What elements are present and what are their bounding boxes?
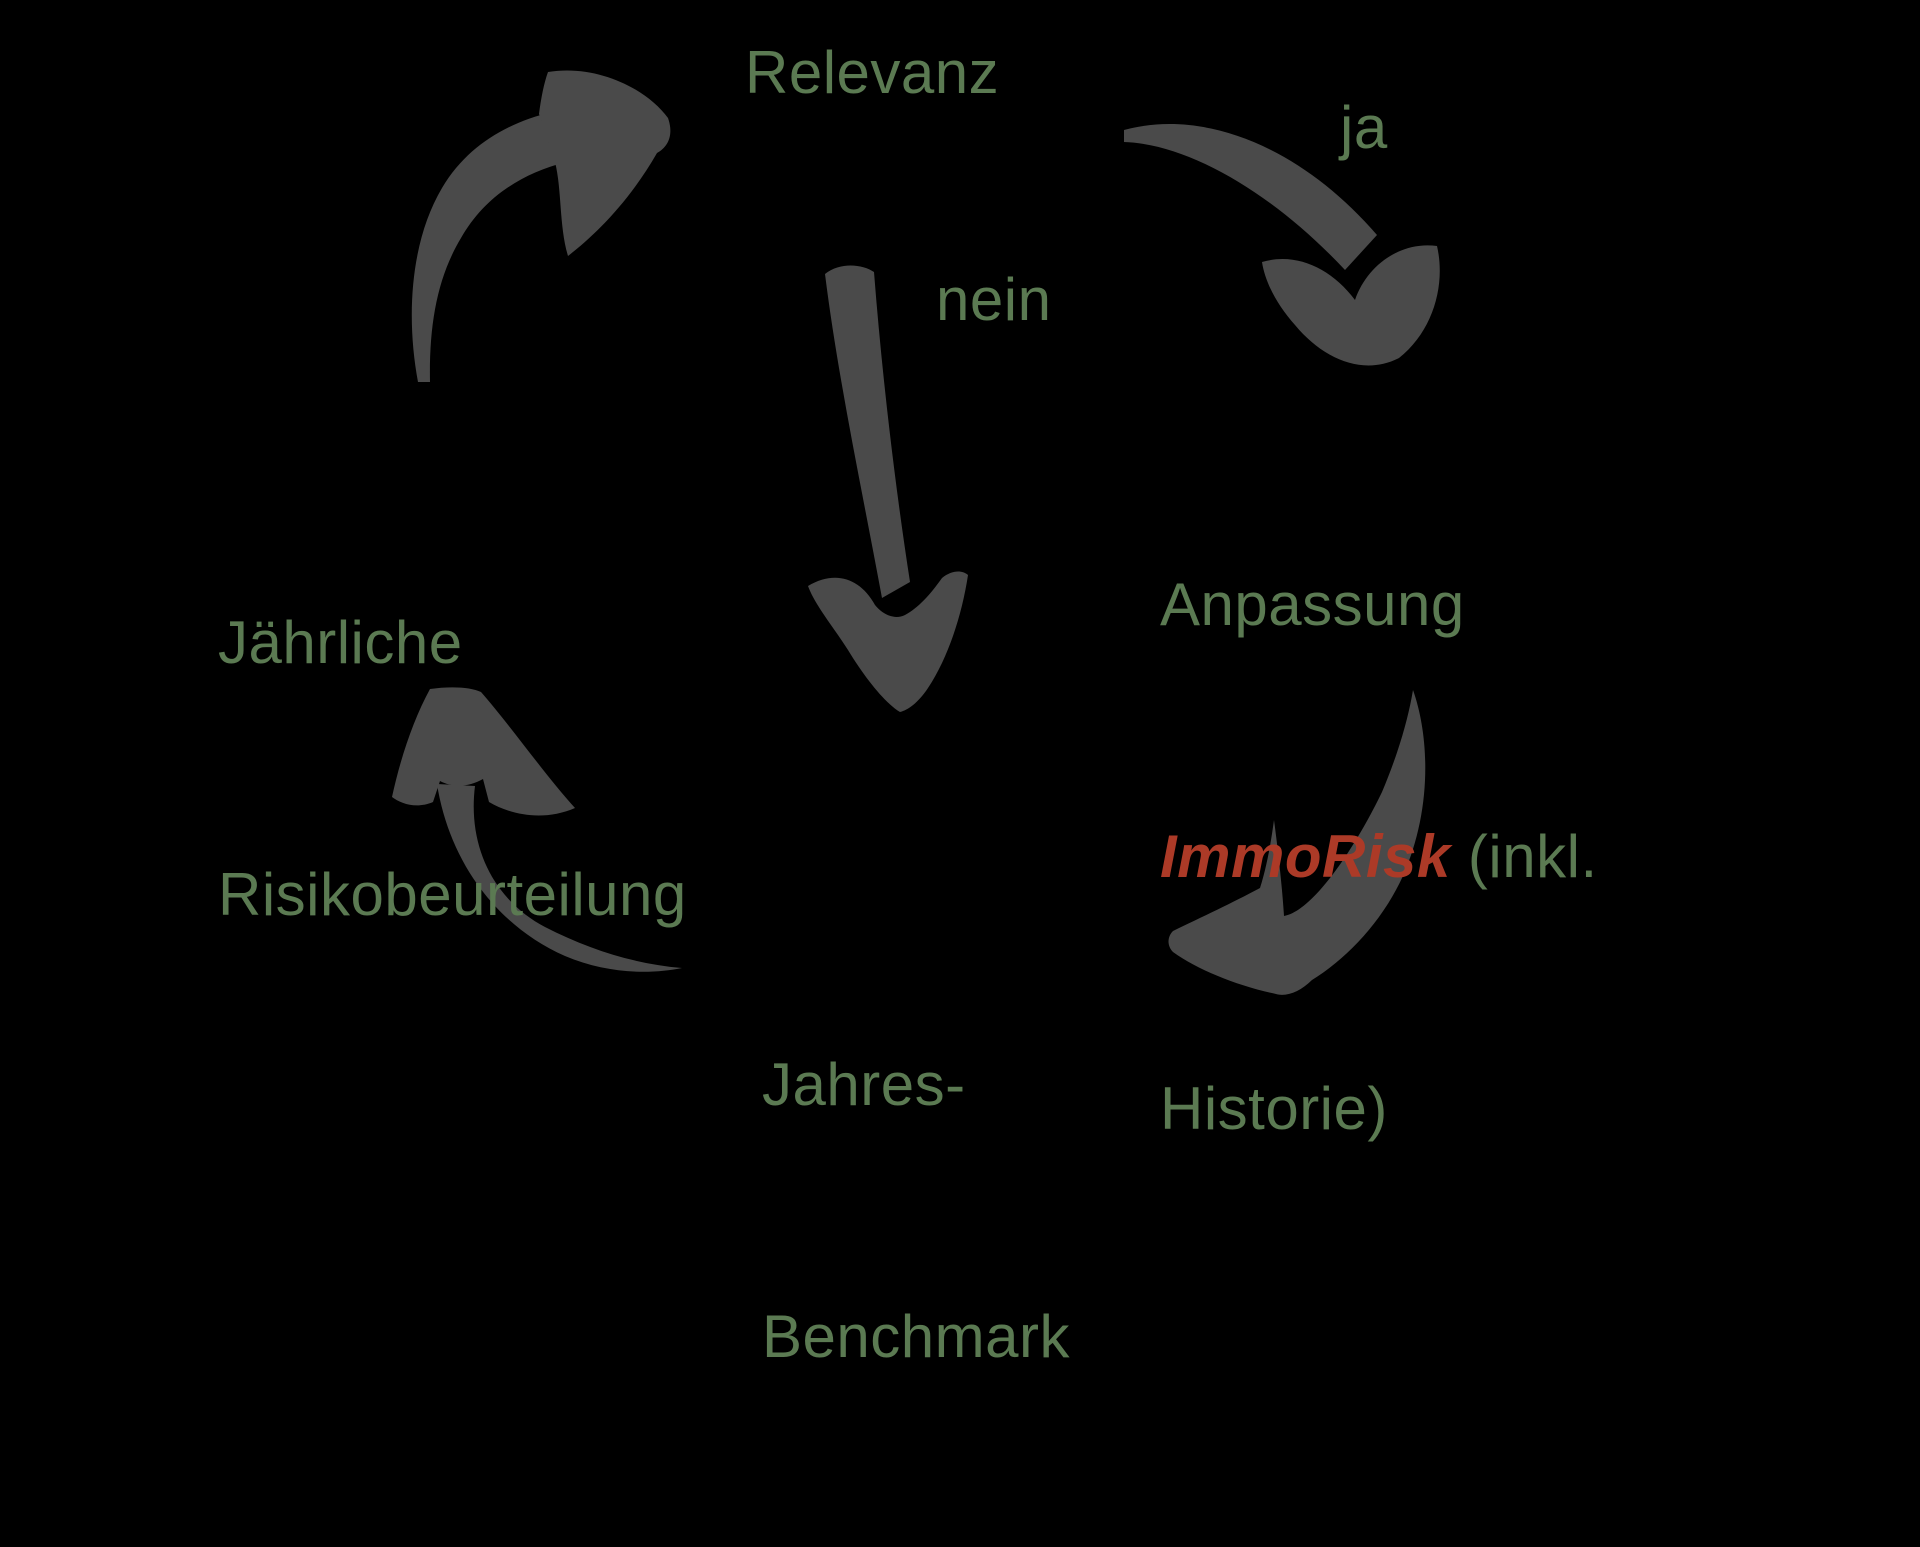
arrow-anpassung-to-benchmark-icon	[1168, 690, 1426, 995]
arrow-relevanz-to-anpassung-icon	[1124, 124, 1440, 366]
edge-label-nein: nein	[936, 266, 1052, 333]
anpassung-line1: Anpassung	[1160, 571, 1465, 638]
node-jahres-benchmark: Jahres- Benchmark	[762, 875, 1070, 1547]
cycle-diagram: Relevanz ja nein Anpassung ImmoRisk (ink…	[218, 39, 1597, 1370]
node-relevanz: Relevanz	[745, 39, 1000, 106]
edge-label-ja: ja	[1340, 94, 1388, 161]
node-jaehrliche-risikobeurteilung: Jährliche Risikobeurteilung	[218, 433, 687, 1105]
benchmark-line1: Jahres-	[762, 1051, 966, 1118]
anpassung-line2-rest: (inkl.	[1450, 823, 1598, 890]
jaehrliche-line1: Jährliche	[218, 609, 463, 676]
benchmark-line2: Benchmark	[762, 1303, 1070, 1370]
anpassung-line2: ImmoRisk (inkl.	[1160, 815, 1598, 899]
immorisk-highlight: ImmoRisk	[1160, 823, 1451, 890]
node-anpassung-immorisk: Anpassung ImmoRisk (inkl. Historie)	[1160, 395, 1598, 1319]
jaehrliche-line2: Risikobeurteilung	[218, 861, 687, 928]
arrow-relevanz-to-benchmark-icon	[808, 265, 968, 712]
arrow-risikobeurteilung-to-relevanz-icon	[411, 70, 671, 382]
arrow-benchmark-to-risikobeurteilung-icon	[392, 687, 682, 972]
